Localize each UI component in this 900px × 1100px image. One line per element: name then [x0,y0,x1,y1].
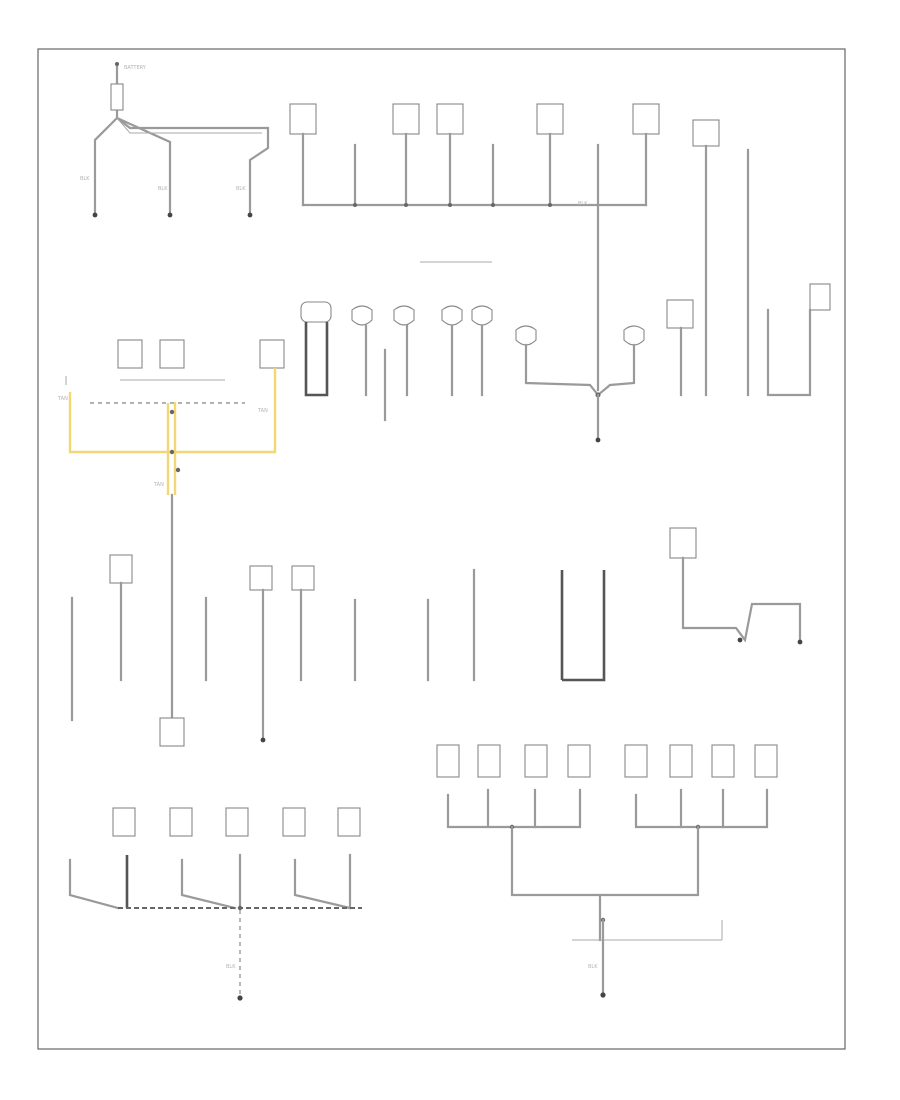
component-row-3 [70,527,803,743]
component-row-2-center [300,261,493,422]
bottom-left-ground-bus [68,807,362,1001]
wire-label: TAN [57,396,68,402]
battery-ground-group: BATTERY [92,62,270,218]
wire-label: BLK [80,176,90,182]
wire-label: BLK [226,964,236,970]
bottom-right-ground-bus [436,744,778,998]
wire-label: TAN [257,408,268,414]
wire-label: BLK [578,201,588,207]
wire-label: BLK [236,186,246,192]
wire-label: TAN [153,482,164,488]
component-row-2-right [515,283,831,443]
component-row-2-left [65,339,285,747]
diagram-frame [37,48,846,1050]
wire-label: BLK [158,186,168,192]
wire-label: BLK [588,964,598,970]
battery-label: BATTERY [124,65,147,71]
component-row-1 [289,103,750,397]
wire-labels: BLK BLK BLK TAN TAN TAN BLK BLK BLK [57,176,598,970]
